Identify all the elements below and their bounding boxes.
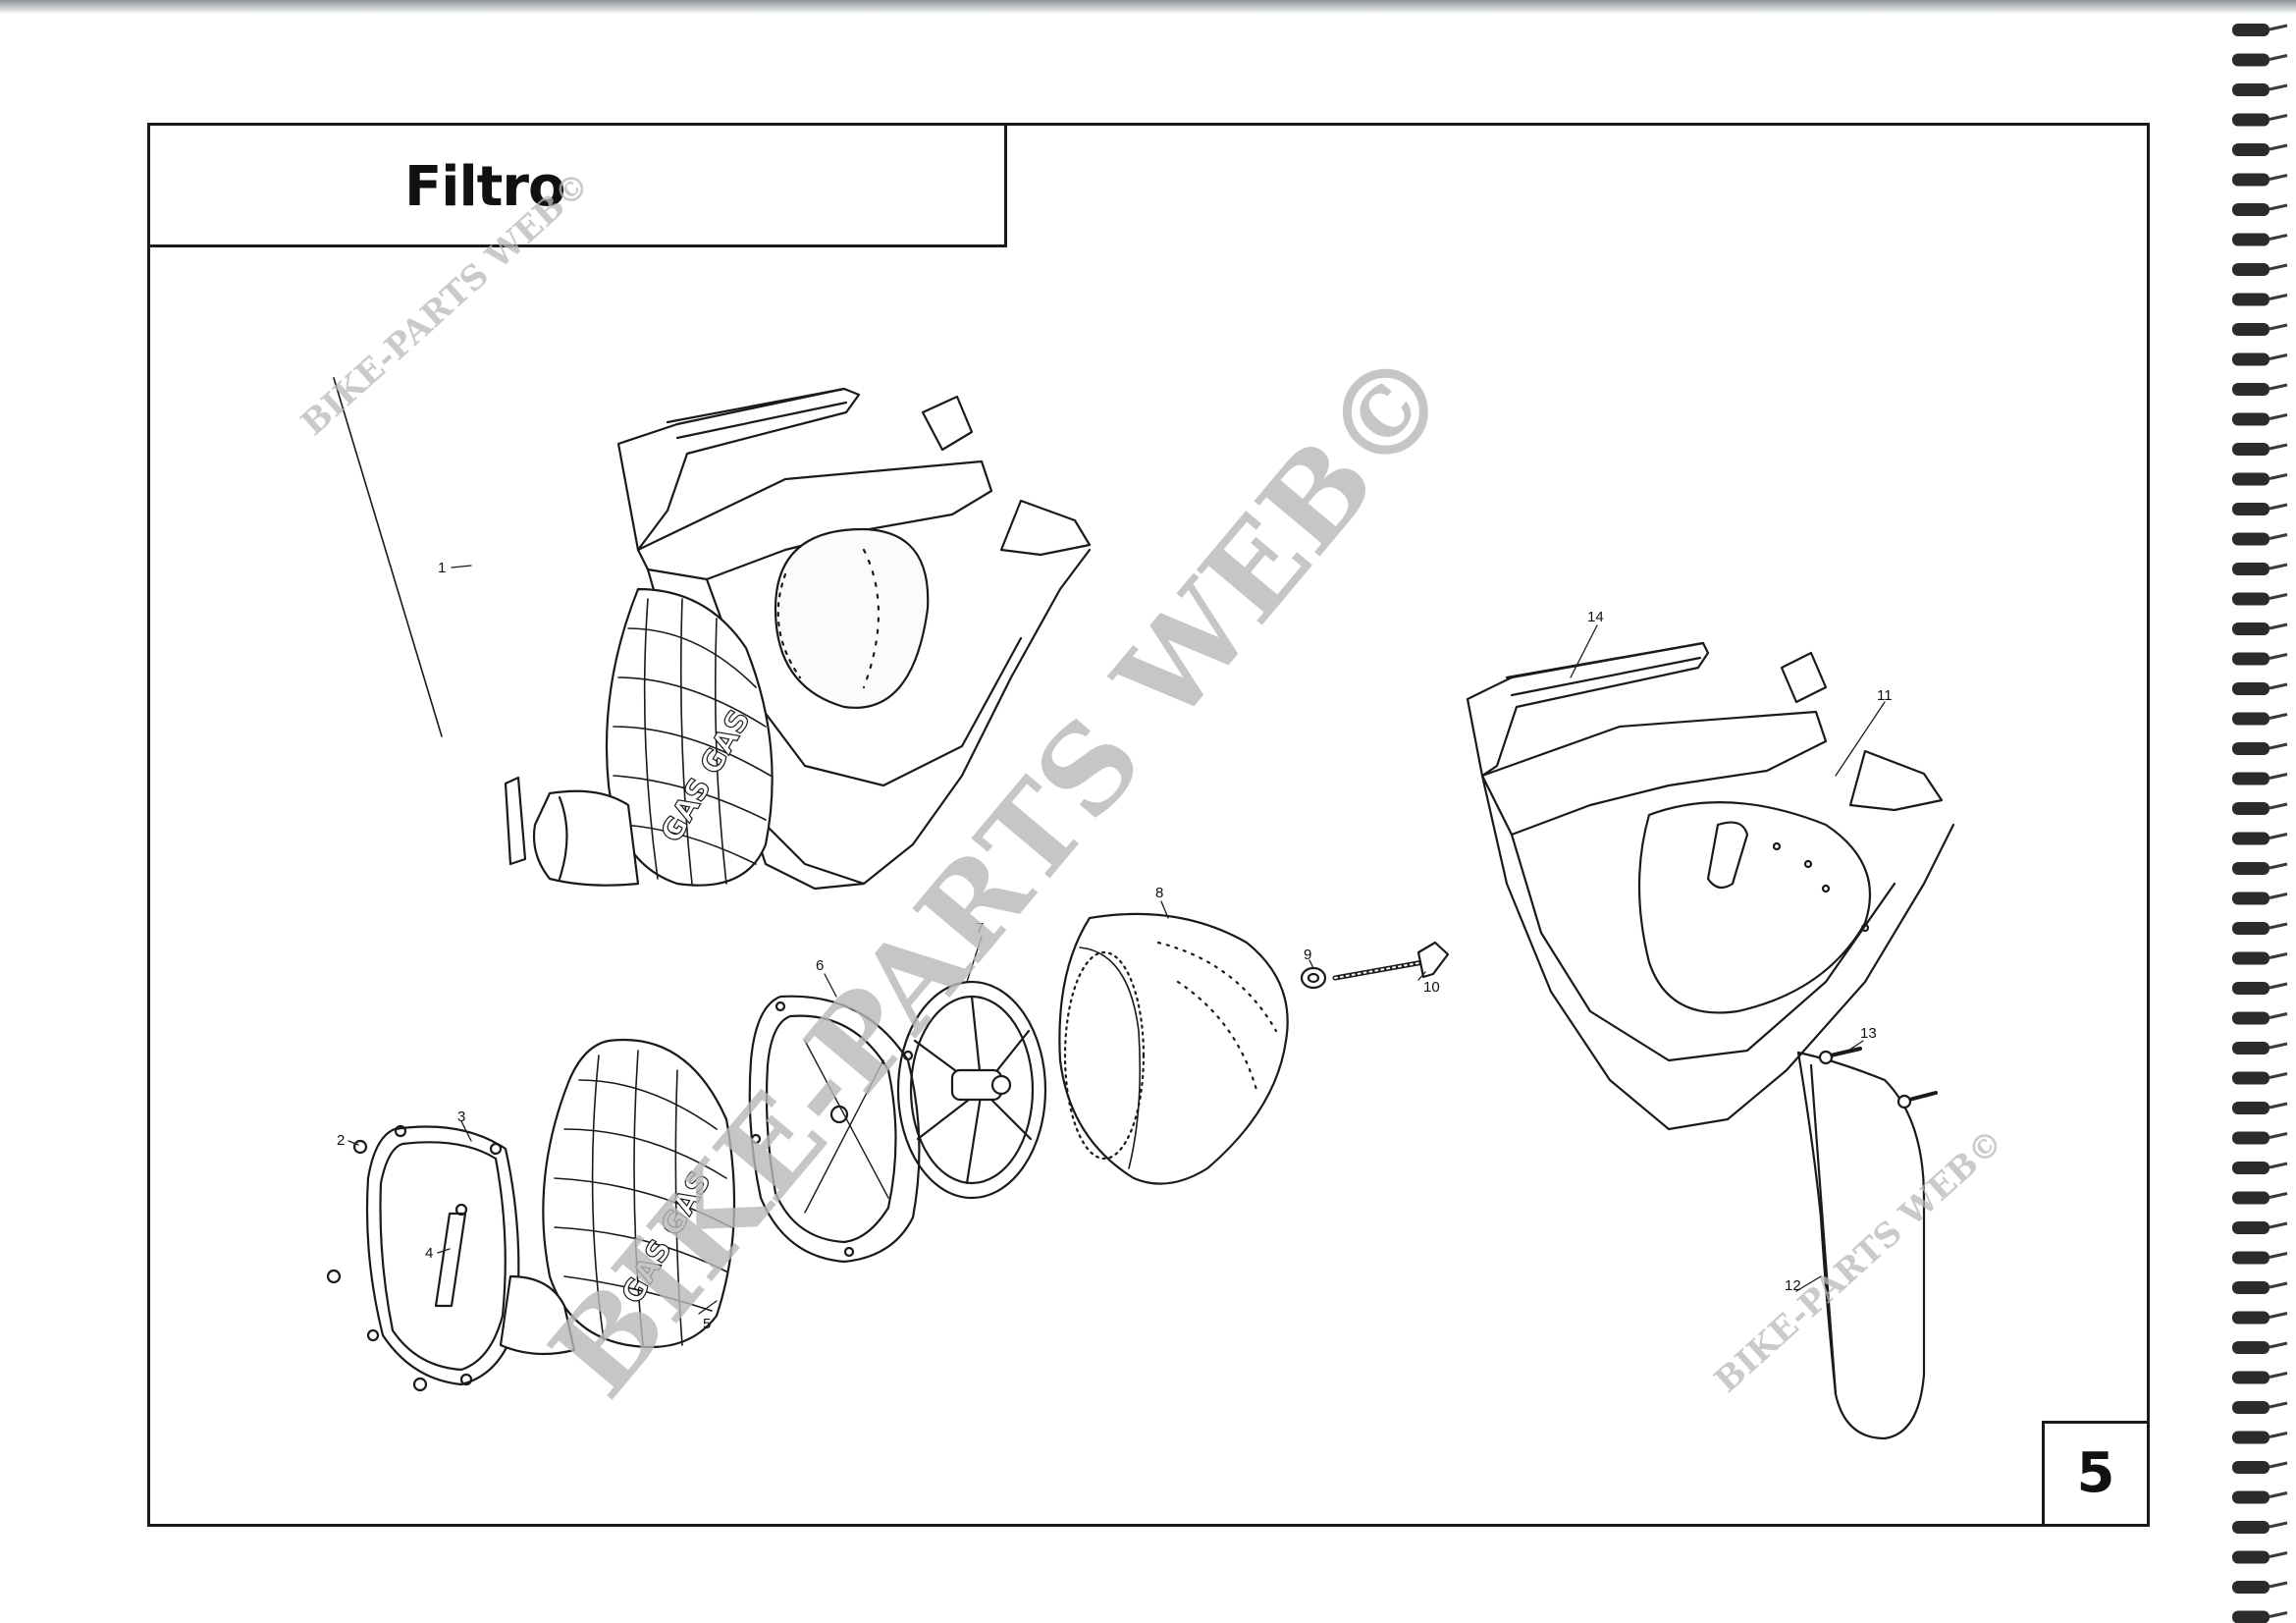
airbox-assembly (333, 377, 1092, 891)
callout-3: 3 (457, 1109, 465, 1125)
intake-boot (499, 1038, 736, 1356)
page-number: 5 (2076, 1441, 2115, 1505)
page-title: Filtro (404, 155, 566, 219)
foam-filter (1058, 912, 1289, 1185)
watermark-small-bottom-right: BIKE-PARTS WEB© (1707, 1121, 2011, 1400)
wing-bolt (1332, 941, 1450, 981)
callout-2: 2 (337, 1132, 345, 1149)
callout-4: 4 (425, 1245, 433, 1262)
gasket-plate (365, 1124, 520, 1386)
spacer-tube (434, 1203, 468, 1308)
watermark-small-top-left: BIKE-PARTS WEB© (294, 164, 598, 443)
title-box (147, 123, 1007, 247)
callout-14: 14 (1587, 609, 1604, 625)
callout-7: 7 (976, 920, 984, 937)
callout-11: 11 (1877, 687, 1893, 704)
callout-numbers: 1 2 3 4 5 6 7 8 9 10 11 12 13 14 (337, 560, 1893, 1332)
callout-1: 1 (438, 560, 446, 576)
washer (1300, 966, 1327, 990)
callout-12: 12 (1785, 1277, 1801, 1294)
page-frame (147, 123, 2150, 1527)
spiral-binding (2226, 20, 2296, 1623)
leader-lines (347, 565, 1886, 1315)
callout-8: 8 (1155, 885, 1163, 901)
callout-5: 5 (703, 1316, 711, 1332)
page-top-edge (0, 0, 2296, 14)
airbox-housing (1466, 641, 1955, 1131)
nuts (326, 1139, 428, 1392)
flap-screws (1818, 1047, 1938, 1109)
callout-13: 13 (1860, 1025, 1877, 1042)
page-number-box (2042, 1421, 2150, 1527)
callout-6: 6 (816, 957, 824, 974)
callout-9: 9 (1304, 947, 1311, 963)
filter-frame-wheel (896, 980, 1047, 1200)
callout-10: 10 (1423, 979, 1440, 996)
